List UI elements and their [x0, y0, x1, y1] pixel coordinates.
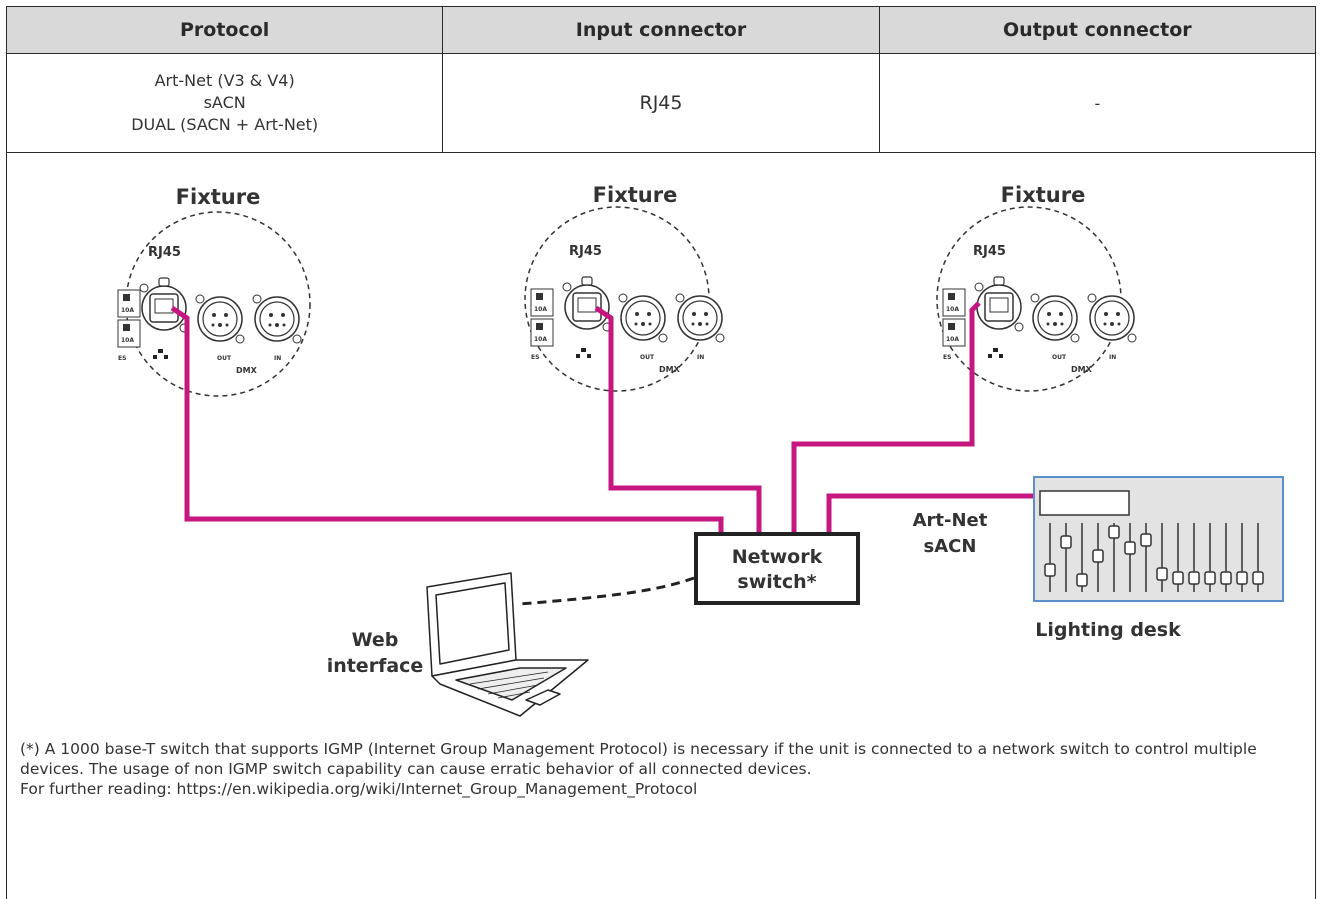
fixture-1-network-icon — [153, 349, 168, 359]
lighting-desk-display — [1039, 490, 1130, 516]
fader-knob — [1044, 563, 1056, 577]
fixture-2-fuse-block: 10A 10A ES — [530, 288, 554, 361]
network-switch-label-line1: Network — [732, 546, 823, 568]
laptop-touchpad — [525, 689, 561, 706]
svg-text:10A: 10A — [534, 306, 547, 313]
fader-knob — [1092, 549, 1104, 563]
fixture-1-rj45-label: RJ45 — [148, 245, 181, 260]
fader-knob — [1252, 571, 1264, 585]
fader-knob — [1220, 571, 1232, 585]
output-connector-cell: - — [878, 53, 1317, 153]
fader-knob — [1156, 567, 1168, 581]
laptop-screen — [435, 582, 510, 665]
protocol-table: Protocol Input connector Output connecto… — [5, 6, 1317, 153]
network-cables — [170, 301, 1034, 534]
svg-text:10A: 10A — [121, 307, 134, 314]
fader-knob — [1124, 541, 1136, 555]
svg-text:OUT: OUT — [1052, 354, 1067, 361]
network-switch: Network switch* — [694, 532, 860, 605]
web-interface-label-line1: Web — [352, 629, 399, 651]
fixture-2: 10A 10A ES RJ45 OUT IN DMX — [524, 206, 725, 392]
svg-text:10A: 10A — [534, 336, 547, 343]
fixture-3-title: Fixture — [1001, 183, 1086, 207]
footnote-paragraph: (*) A 1000 base-T switch that supports I… — [20, 740, 1257, 778]
svg-text:OUT: OUT — [640, 354, 655, 361]
fader-knob — [1204, 571, 1216, 585]
cable-web-interface — [519, 576, 695, 606]
fader-knob — [1236, 571, 1248, 585]
svg-text:IN: IN — [274, 355, 281, 362]
fixture-3-rj45-label: RJ45 — [973, 244, 1006, 259]
svg-text:OUT: OUT — [217, 355, 232, 362]
fixture-2-rj45-label: RJ45 — [569, 244, 602, 259]
cable-fixture-2 — [594, 305, 762, 534]
svg-text:ES: ES — [943, 354, 951, 361]
fader-knob — [1188, 571, 1200, 585]
svg-text:DMX: DMX — [1071, 365, 1093, 374]
footnote-further-reading: For further reading: https://en.wikipedi… — [20, 780, 698, 798]
svg-text:IN: IN — [1109, 354, 1116, 361]
network-switch-box — [694, 532, 860, 605]
fader-knob — [1076, 573, 1088, 587]
protocol-sacn: sACN — [203, 93, 246, 112]
header-protocol: Protocol — [5, 6, 444, 54]
cable-fixture-3 — [791, 301, 981, 534]
fader-knob — [1108, 525, 1120, 539]
lighting-desk — [1033, 476, 1284, 602]
svg-text:ES: ES — [118, 355, 126, 362]
desk-protocol-sacn: sACN — [924, 536, 977, 557]
fader-knob — [1140, 533, 1152, 547]
laptop — [426, 572, 589, 717]
fader-knob — [1060, 535, 1072, 549]
web-interface-label-line2: interface — [327, 655, 424, 677]
svg-text:10A: 10A — [946, 306, 959, 313]
connection-diagram: 10A 10A ES RJ45 OUT IN DMX Fixture 10A 1… — [117, 183, 1284, 717]
table-row: Art-Net (V3 & V4) sACN DUAL (SACN + Art-… — [5, 53, 1317, 153]
fixture-3: 10A 10A ES RJ45 OUT IN DMX — [936, 206, 1137, 392]
cable-lighting-desk — [826, 493, 1034, 534]
fader-knob — [1172, 571, 1184, 585]
fixture-2-title: Fixture — [593, 183, 678, 207]
footnote: (*) A 1000 base-T switch that supports I… — [20, 739, 1305, 799]
svg-text:IN: IN — [697, 354, 704, 361]
protocol-dual: DUAL (SACN + Art-Net) — [131, 115, 319, 134]
svg-text:DMX: DMX — [236, 366, 258, 375]
lighting-desk-faders — [1044, 523, 1264, 592]
fixture-2-network-icon — [576, 348, 591, 358]
svg-text:10A: 10A — [946, 336, 959, 343]
lighting-desk-label: Lighting desk — [1035, 619, 1181, 641]
fixture-3-network-icon — [988, 348, 1003, 358]
cable-fixture-1 — [170, 305, 724, 534]
fixture-1: 10A 10A ES RJ45 OUT IN DMX — [117, 211, 311, 397]
network-switch-label-line2: switch* — [737, 571, 816, 593]
fixture-3-fuse-block: 10A 10A ES — [942, 288, 966, 361]
protocol-cell: Art-Net (V3 & V4) sACN DUAL (SACN + Art-… — [5, 53, 444, 153]
desk-protocol-artnet: Art-Net — [913, 510, 988, 531]
fixture-1-title: Fixture — [176, 185, 261, 209]
svg-text:ES: ES — [531, 354, 539, 361]
svg-text:DMX: DMX — [659, 365, 681, 374]
fixture-1-fuse-block: 10A 10A ES — [117, 289, 141, 362]
svg-text:10A: 10A — [121, 337, 134, 344]
protocol-artnet: Art-Net (V3 & V4) — [154, 71, 295, 90]
